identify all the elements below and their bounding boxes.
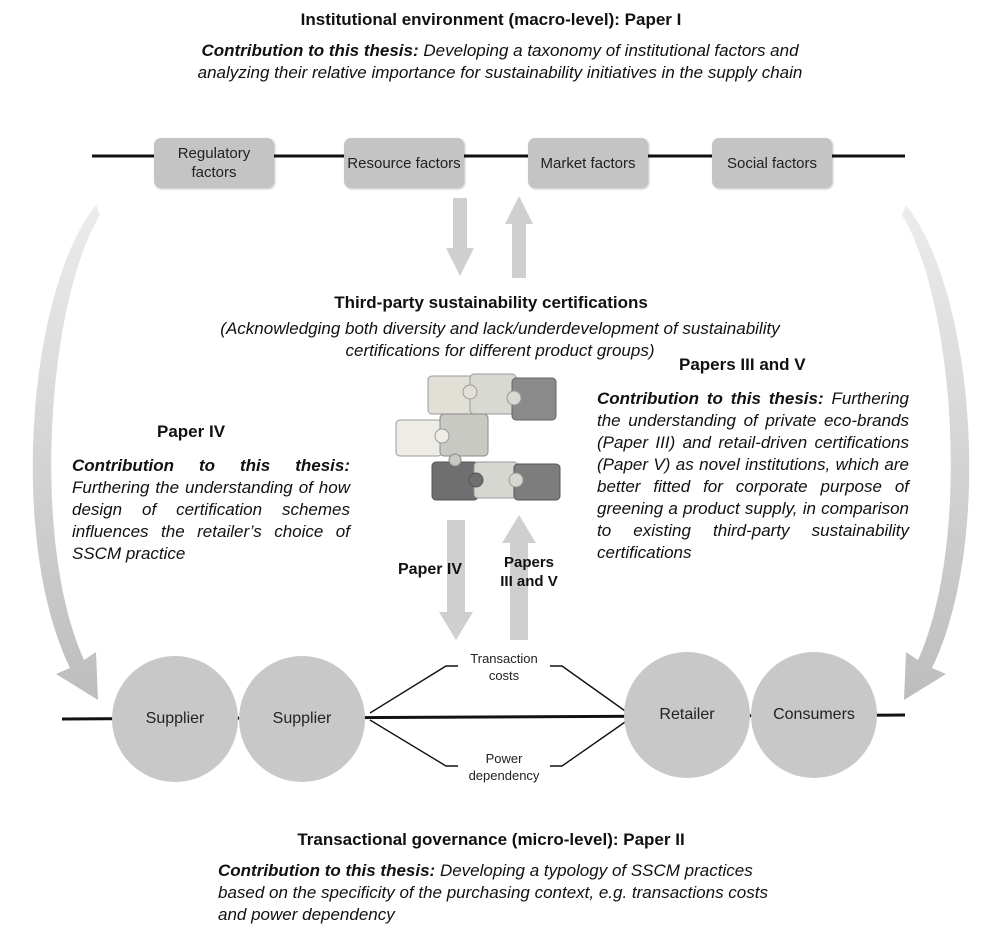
papers-iii-v-contribution-label: Contribution to this thesis:: [597, 389, 824, 408]
papers-iii-v-title: Papers III and V: [679, 355, 806, 374]
micro-contribution: Contribution to this thesis: Developing …: [218, 860, 798, 926]
upper-up-arrow: [505, 196, 533, 278]
relationship-lines: [369, 665, 629, 767]
factor-market: Market factors: [528, 138, 648, 188]
lower-up-arrow: [502, 515, 536, 640]
macro-title: Institutional environment (macro-level):…: [300, 10, 682, 29]
paper-iv-contribution: Contribution to this thesis: Furthering …: [72, 455, 350, 565]
macro-contribution: Contribution to this thesis: Developing …: [180, 40, 820, 84]
factor-resource: Resource factors: [344, 138, 464, 188]
arrow-label-paper-iv: Paper IV: [398, 561, 463, 578]
actor-consumers: Consumers: [751, 652, 877, 778]
paper-iv-title: Paper IV: [157, 422, 226, 441]
link-label-transaction-costs: Transaction costs: [458, 650, 550, 684]
micro-title: Transactional governance (micro-level): …: [297, 830, 685, 849]
upper-down-arrow: [446, 198, 474, 276]
arrow-label-papers-iii-v: Papers III and V: [500, 554, 558, 590]
certifications-subtitle: (Acknowledging both diversity and lack/u…: [220, 319, 780, 360]
micro-contribution-label: Contribution to this thesis:: [218, 861, 436, 880]
micro-contribution-text: Developing a typology of SSCM practices …: [218, 861, 768, 924]
papers-iii-v-contribution-text: Furthering the understanding of private …: [597, 389, 909, 562]
actor-retailer: Retailer: [624, 652, 750, 778]
macro-contribution-label: Contribution to this thesis:: [201, 41, 419, 60]
actor-supplier-2: Supplier: [239, 656, 365, 782]
right-curved-arrow: [902, 205, 970, 700]
paper-iv-contribution-text: Furthering the understanding of how desi…: [72, 478, 350, 563]
left-curved-arrow: [32, 205, 100, 700]
certifications-title: Third-party sustainability certification…: [334, 293, 648, 312]
link-label-power-dependency: Power dependency: [458, 750, 550, 784]
papers-iii-v-contribution: Contribution to this thesis: Furthering …: [597, 388, 909, 564]
lower-down-arrow: [439, 520, 473, 640]
puzzle-icon: [395, 373, 561, 501]
factor-regulatory: Regulatory factors: [154, 138, 274, 188]
actor-supplier-1: Supplier: [112, 656, 238, 782]
factor-social: Social factors: [712, 138, 832, 188]
paper-iv-contribution-label: Contribution to this thesis:: [72, 456, 350, 475]
macro-contribution-text: Developing a taxonomy of institutional f…: [197, 41, 803, 82]
